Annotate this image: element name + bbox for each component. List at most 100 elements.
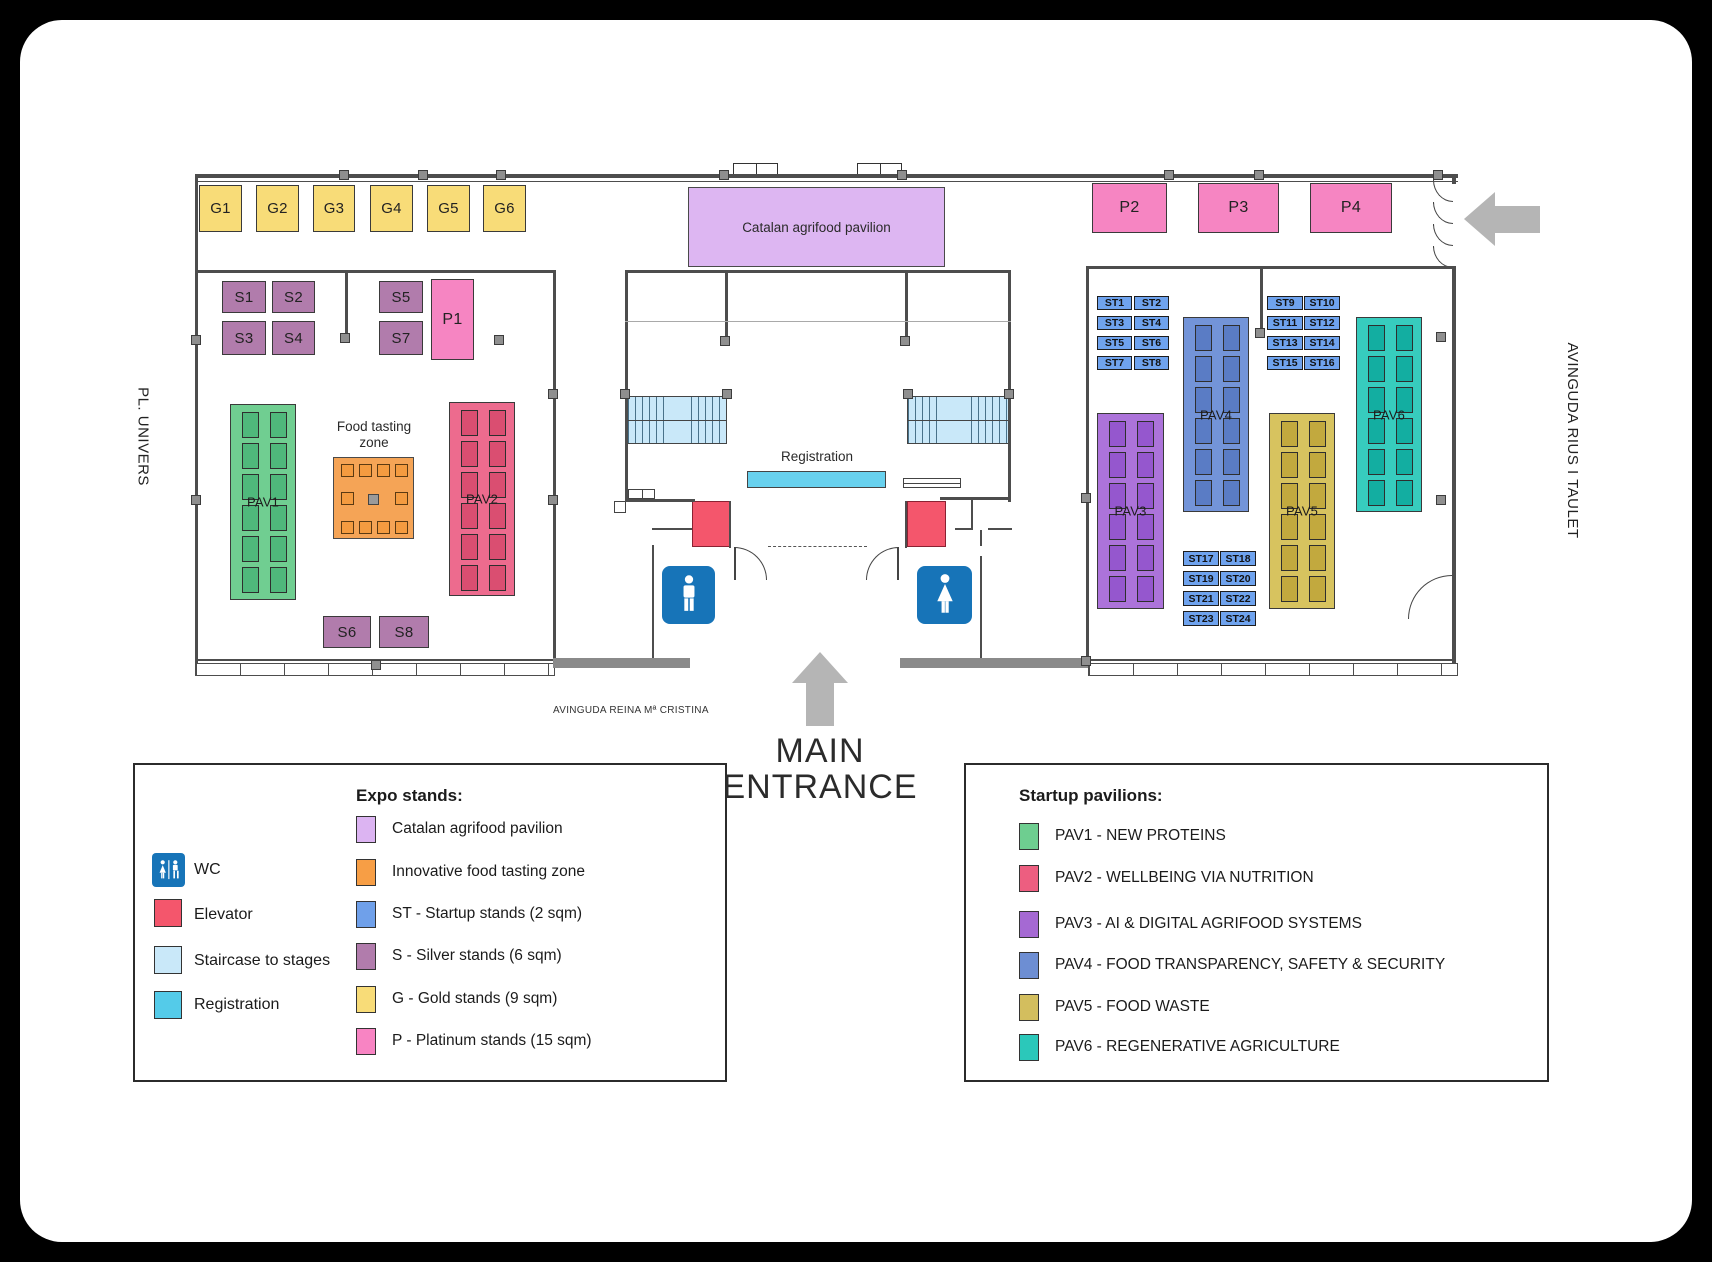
stand-ST17: ST17 <box>1183 551 1219 566</box>
wall <box>195 174 1458 178</box>
stand-ST12: ST12 <box>1304 316 1340 330</box>
wall <box>980 530 982 546</box>
legend-swatch-pavilion <box>1019 911 1039 938</box>
legend-swatch-pavilion <box>1019 1034 1039 1061</box>
pavilion-label: PAV2 <box>465 491 499 507</box>
legend-swatch-expo <box>356 1028 376 1055</box>
booth <box>1223 325 1240 351</box>
wall <box>1260 268 1263 330</box>
booth <box>1281 452 1298 478</box>
stand-S7: S7 <box>379 321 423 355</box>
booth <box>1368 480 1385 506</box>
booth <box>270 443 287 469</box>
booth <box>1109 545 1126 571</box>
pavilion-PAV2: PAV2 <box>449 402 515 596</box>
legend-swatch-expo <box>356 986 376 1013</box>
column <box>418 170 428 180</box>
stand-G1: G1 <box>199 185 242 232</box>
booth <box>1137 452 1154 478</box>
booth <box>1368 449 1385 475</box>
booth <box>461 503 478 529</box>
booth <box>242 536 259 562</box>
stand-ST5: ST5 <box>1097 336 1132 350</box>
booth <box>242 412 259 438</box>
curtain-wall <box>1088 663 1458 676</box>
booth <box>1309 576 1326 602</box>
booth <box>489 565 506 591</box>
wall <box>1008 270 1011 502</box>
street-label-bottom: AVINGUDA REINA Mª CRISTINA <box>553 705 709 716</box>
main-entrance-label: MAIN ENTRANCE <box>722 732 918 806</box>
wc-women-icon <box>917 566 972 624</box>
column <box>496 170 506 180</box>
booth <box>1396 325 1413 351</box>
wall <box>1086 266 1089 662</box>
booth <box>489 534 506 560</box>
staircase-midline <box>628 420 726 421</box>
column <box>1433 170 1443 180</box>
stand-ST10: ST10 <box>1304 296 1340 310</box>
stand-ST9: ST9 <box>1267 296 1303 310</box>
street-label-left: PL. UNIVERS <box>134 387 152 486</box>
door-arc <box>1433 224 1453 246</box>
legend-label-elevator: Elevator <box>194 906 253 923</box>
legend-swatch-expo <box>356 859 376 886</box>
wall <box>195 270 556 273</box>
stand-S4: S4 <box>272 321 315 355</box>
column <box>900 336 910 346</box>
pavilion-PAV4: PAV4 <box>1183 317 1249 512</box>
tasting-table <box>359 464 372 477</box>
tasting-table <box>341 521 354 534</box>
stand-ST11: ST11 <box>1267 316 1303 330</box>
stand-ST22: ST22 <box>1220 591 1256 606</box>
booth <box>1223 480 1240 506</box>
stand-S5: S5 <box>379 281 423 313</box>
booth <box>242 474 259 500</box>
stand-ST18: ST18 <box>1220 551 1256 566</box>
column <box>1255 328 1265 338</box>
registration-label: Registration <box>780 449 854 464</box>
tasting-table <box>341 464 354 477</box>
pavilion-PAV5: PAV5 <box>1269 413 1335 609</box>
booth <box>1195 325 1212 351</box>
legend-label-expo: G - Gold stands (9 sqm) <box>392 990 558 1007</box>
booth <box>1137 545 1154 571</box>
booth <box>1309 545 1326 571</box>
door-leaf <box>734 547 736 580</box>
door-arc <box>1433 180 1453 202</box>
booth <box>1281 545 1298 571</box>
tasting-table <box>395 521 408 534</box>
column <box>191 335 201 345</box>
stand-ST24: ST24 <box>1220 611 1256 626</box>
wall <box>1452 174 1456 184</box>
booth <box>489 410 506 436</box>
stand-P2: P2 <box>1092 183 1167 233</box>
legend-label-pavilion: PAV1 - NEW PROTEINS <box>1055 827 1226 844</box>
wall <box>652 528 692 530</box>
elevator-right <box>907 501 946 547</box>
legend-swatch-expo <box>356 901 376 928</box>
column <box>1254 170 1264 180</box>
staircase-midline <box>908 420 1010 421</box>
wall <box>971 499 973 529</box>
door-leaf <box>897 547 899 580</box>
booth <box>270 412 287 438</box>
legend-label-pavilion: PAV6 - REGENERATIVE AGRICULTURE <box>1055 1038 1340 1055</box>
booth <box>461 472 478 498</box>
booth <box>1195 356 1212 382</box>
wall <box>553 270 556 662</box>
stand-S1: S1 <box>222 281 266 313</box>
side-entrance-arrow-stem <box>1494 206 1540 233</box>
legend-label-pavilion: PAV4 - FOOD TRANSPARENCY, SAFETY & SECUR… <box>1055 956 1446 973</box>
booth <box>1195 449 1212 475</box>
booth <box>1368 387 1385 413</box>
booth <box>242 505 259 531</box>
column <box>1436 495 1446 505</box>
stand-G2: G2 <box>256 185 299 232</box>
column <box>620 389 630 399</box>
column <box>339 170 349 180</box>
staircase-right <box>907 396 1011 444</box>
column <box>548 389 558 399</box>
booth <box>1137 514 1154 540</box>
stand-S2: S2 <box>272 281 315 313</box>
